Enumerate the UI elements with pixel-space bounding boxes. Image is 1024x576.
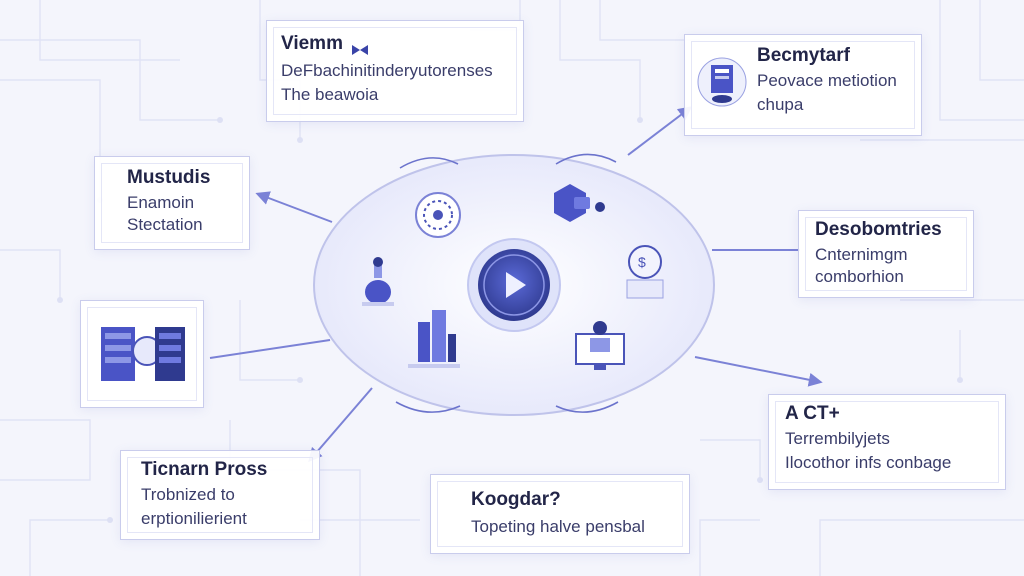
card-line: erptionilierient [141,509,247,528]
card-mustudis[interactable]: Mustudis Enamoin Stectation [94,156,250,250]
card-title: Koogdar? [471,489,561,510]
card-title: Ticnarn Pross [141,459,268,480]
card-title: Mustudis [127,167,211,188]
card-line: Trobnized to [141,485,235,504]
card-becmytarf[interactable]: Becmytarf Peovace metiotion chupa [684,34,922,136]
card-line: Cnternimgm [815,245,908,264]
card-act[interactable]: A CT+ Terrembilyjets Ilocothor infs conb… [768,394,1006,490]
card-title: Becmytarf [757,45,850,66]
card-line: Ilocothor infs conbage [785,453,952,472]
card-title: Viemm [281,33,343,54]
card-line: Terrembilyjets [785,429,890,448]
card-desobomtries[interactable]: Desobomtries Cnternimgm comborhion [798,210,974,298]
card-title: A CT+ [785,403,840,424]
card-line: The beawoia [281,85,379,104]
card-server-image[interactable] [80,300,204,408]
ribbon-icon [352,39,369,55]
card-line: comborhion [815,267,904,286]
card-line: DeFbachinitinderyutorenses [281,61,493,80]
card-line: Peovace metiotion [757,71,897,90]
card-ticnarn-pross[interactable]: Ticnarn Pross Trobnized to erptionilieri… [120,450,320,540]
card-line: Topeting halve pensbal [471,517,645,536]
document-stack-icon [695,55,749,114]
card-viemm[interactable]: Viemm DeFbachinitinderyutorenses The bea… [266,20,524,122]
card-line: Stectation [127,215,203,234]
server-rack-icon [97,319,189,394]
card-line: chupa [757,95,804,114]
card-line: Enamoin [127,193,195,212]
card-title: Desobomtries [815,219,942,240]
card-koogdar[interactable]: Koogdar? Topeting halve pensbal [430,474,690,554]
